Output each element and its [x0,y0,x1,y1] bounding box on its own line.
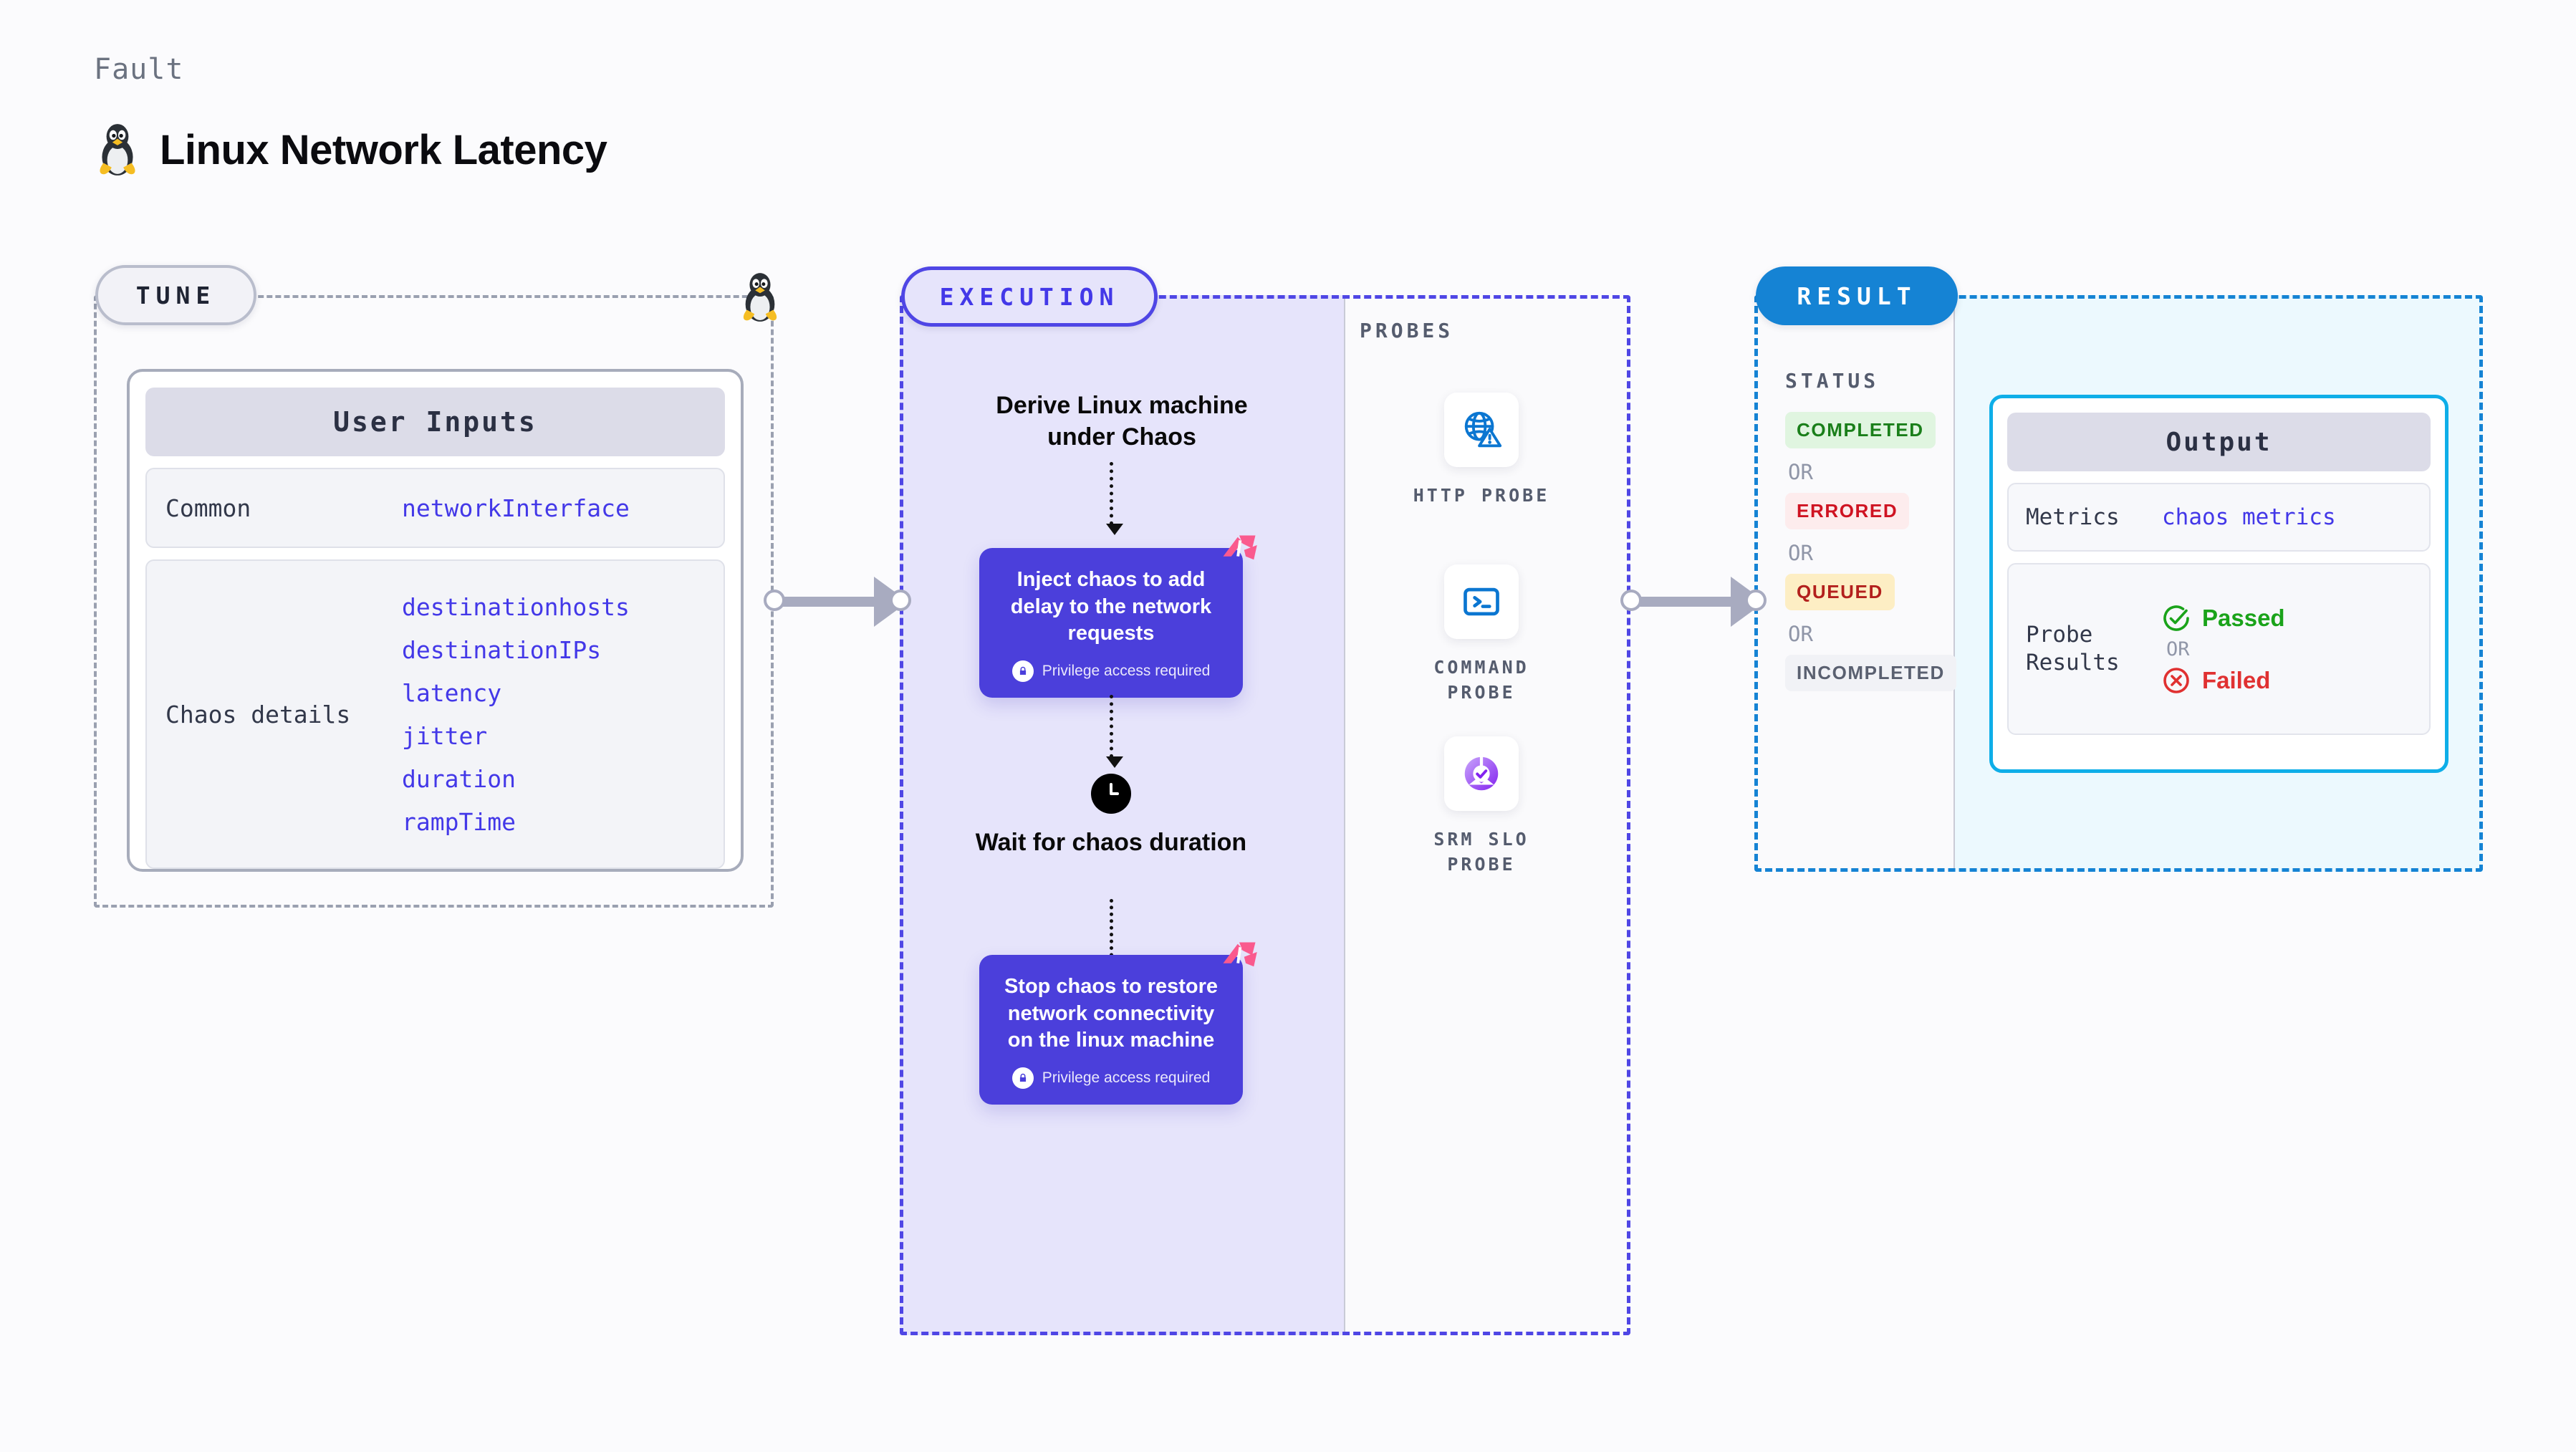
connector-node [764,590,785,611]
srm-slo-gauge-icon [1464,755,1499,791]
status-badge: ERRORED [1785,493,1910,529]
status-or: OR [1788,541,1813,565]
tune-value: jitter [402,721,488,750]
status-or: OR [1788,622,1813,646]
http-globe-warning-icon [1464,411,1502,448]
execution-step-title: Stop chaos to restore network connectivi… [1004,975,1219,1052]
probe-result-failed-label: Failed [2202,666,2271,693]
tune-row-label: Common [165,494,251,522]
command-terminal-icon [1464,587,1499,616]
connector-node [1620,590,1642,611]
execution-step-stop: Stop chaos to restore network connectivi… [979,942,1257,1105]
probes-title: PROBES [1360,319,1454,342]
execution-pill: EXECUTION [901,266,1158,327]
probe-item-http[interactable]: HTTP PROBE [1395,393,1567,508]
probe-result-or: OR [2166,638,2190,660]
probe-label: HTTP PROBE [1413,485,1550,506]
tune-row-values: networkInterface [402,494,630,522]
execution-step-inject: Inject chaos to add delay to the network… [979,535,1257,698]
tune-value: destinationhosts [402,592,630,621]
probe-item-command[interactable]: COMMAND PROBE [1395,564,1567,705]
probe-label: COMMAND PROBE [1433,657,1529,703]
result-container [1754,295,2483,872]
output-row-metrics: Metrics chaos metrics [2007,483,2431,552]
probe-item-srm-slo[interactable]: SRM SLO PROBE [1395,736,1567,877]
output-row-label: Probe Results [2026,622,2120,675]
execution-step-wait: Wait for chaos duration [975,829,1247,856]
page-title: Linux Network Latency [160,126,607,173]
status-badge: COMPLETED [1785,412,1936,448]
status-badge: QUEUED [1785,574,1895,610]
linux-tux-icon [100,124,135,176]
privilege-text: Privilege access required [1042,1069,1211,1087]
probe-result-passed: Passed [2162,604,2285,633]
execution-step-derive: Derive Linux machine under Chaos [996,392,1248,451]
connector-node [890,590,911,611]
probe-result-failed: Failed [2162,666,2285,695]
tune-value: rampTime [402,807,516,836]
probe-tile [1444,564,1519,639]
privilege-note: Privilege access required [995,660,1227,683]
user-inputs-title: User Inputs [145,388,725,456]
probe-result-passed-label: Passed [2202,604,2285,631]
tune-row-values: destinationhosts destinationIPs latency … [402,593,630,836]
tune-value: latency [402,678,502,707]
status-or: OR [1788,460,1813,484]
connector-node [1745,590,1767,611]
tune-value: duration [402,764,516,793]
page-kicker: Fault [94,53,184,86]
probe-label: SRM SLO PROBE [1433,829,1529,875]
result-pill: RESULT [1756,266,1958,325]
status-list: COMPLETED OR ERRORED OR QUEUED OR INCOMP… [1785,412,1956,691]
output-row-label: Metrics [2026,504,2120,530]
status-title: STATUS [1785,369,1880,393]
clock-icon [1091,774,1131,814]
tune-row-chaos-details: Chaos details destinationhosts destinati… [145,559,725,869]
output-metrics-value: chaos metrics [2162,504,2336,530]
tune-row-label: Chaos details [165,700,351,729]
tune-value: destinationIPs [402,635,602,664]
execution-step-title: Inject chaos to add delay to the network… [1010,568,1212,645]
check-circle-icon [2163,605,2189,631]
lock-icon [1011,1067,1034,1090]
probe-tile [1444,736,1519,811]
tune-pill: TUNE [95,265,256,325]
tune-row-common: Common networkInterface [145,468,725,548]
output-row-probe-results: Probe Results Passed OR Failed [2007,563,2431,735]
output-title: Output [2007,413,2431,471]
status-badge: INCOMPLETED [1785,655,1956,691]
x-circle-icon [2163,667,2189,693]
flow-arrow [1106,462,1123,535]
harness-logo-icon [1223,942,1257,967]
privilege-text: Privilege access required [1042,663,1211,680]
harness-logo-icon [1223,535,1257,560]
probe-tile [1444,393,1519,467]
linux-tux-icon [743,273,777,322]
tune-value: networkInterface [402,494,630,522]
probes-background [1344,295,1630,1335]
execution-container [900,295,1630,1335]
lock-icon [1011,660,1034,683]
page-title-row: Linux Network Latency [94,122,607,178]
output-card: Output Metrics chaos metrics Probe Resul… [1989,395,2448,773]
execution-background [900,295,1344,1335]
flow-arrow [1106,695,1123,768]
privilege-note: Privilege access required [995,1067,1227,1090]
flow-arrow [1106,899,1123,973]
probe-result-values: Passed OR Failed [2162,604,2285,695]
user-inputs-card: User Inputs Common networkInterface Chao… [127,369,744,872]
